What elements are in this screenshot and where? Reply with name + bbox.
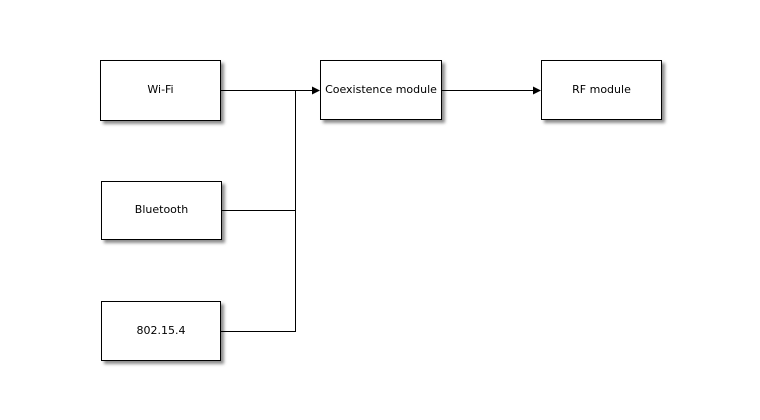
node-coexistence-module-label: Coexistence module <box>325 82 437 96</box>
node-coexistence-module: Coexistence module <box>320 60 442 120</box>
node-rf-module: RF module <box>541 60 662 120</box>
node-bluetooth: Bluetooth <box>101 181 222 240</box>
arrowhead-icon <box>312 86 320 95</box>
node-wifi-label: Wi-Fi <box>147 83 174 97</box>
node-bluetooth-label: Bluetooth <box>134 203 189 217</box>
node-rf-module-label: RF module <box>572 82 631 96</box>
arrowhead-icon <box>533 86 541 95</box>
node-802-15-4: 802.15.4 <box>101 301 221 361</box>
node-802-15-4-label: 802.15.4 <box>136 323 186 337</box>
node-wifi: Wi-Fi <box>100 60 221 121</box>
